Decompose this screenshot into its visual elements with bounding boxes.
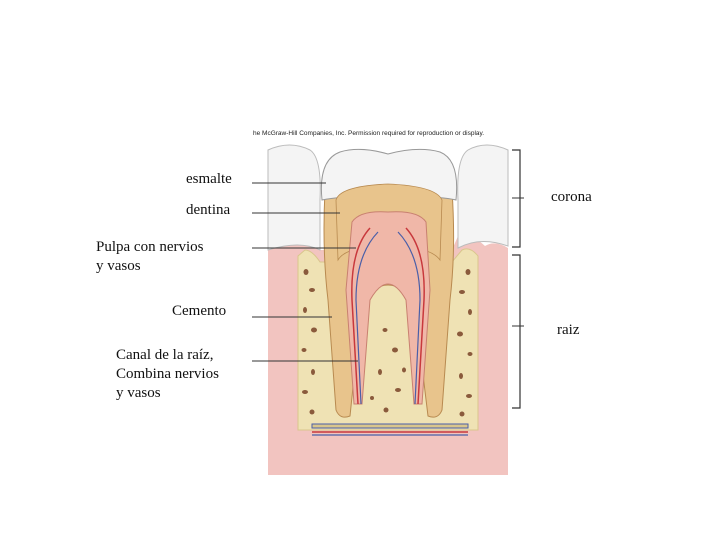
- label-canal-line3: y vasos: [116, 385, 161, 401]
- label-pulpa-line2: y vasos: [96, 258, 141, 274]
- label-pulpa-line1: Pulpa con nervios: [96, 239, 204, 255]
- base-vessel-bar: [311, 423, 469, 429]
- copyright-credit: he McGraw-Hill Companies, Inc. Permissio…: [253, 130, 485, 137]
- vessel-red-left: [351, 227, 371, 405]
- label-esmalte: esmalte: [186, 171, 232, 187]
- label-pulpa: Pulpa con nervios y vasos: [96, 238, 203, 276]
- bracket-raiz: [512, 254, 521, 409]
- label-canal-line1: Canal de la raíz,: [116, 347, 214, 363]
- label-canal-line2: Combina nervios: [116, 366, 219, 382]
- label-dentina: dentina: [186, 202, 231, 218]
- label-cemento: Cemento: [172, 303, 227, 319]
- adjacent-tooth-left: [267, 144, 321, 251]
- pulp-chamber: [345, 211, 431, 405]
- label-corona: corona: [551, 189, 592, 205]
- adjacent-tooth-right: [457, 144, 509, 249]
- vessel-red-right: [405, 227, 425, 405]
- vessel-blue-left: [355, 231, 379, 405]
- label-raiz: raiz: [557, 322, 580, 338]
- leader-lines: [252, 182, 358, 362]
- vessel-blue-right: [397, 231, 421, 405]
- label-canal: Canal de la raíz, Combina nervios y vaso…: [116, 346, 219, 403]
- bone-pores: [301, 269, 473, 417]
